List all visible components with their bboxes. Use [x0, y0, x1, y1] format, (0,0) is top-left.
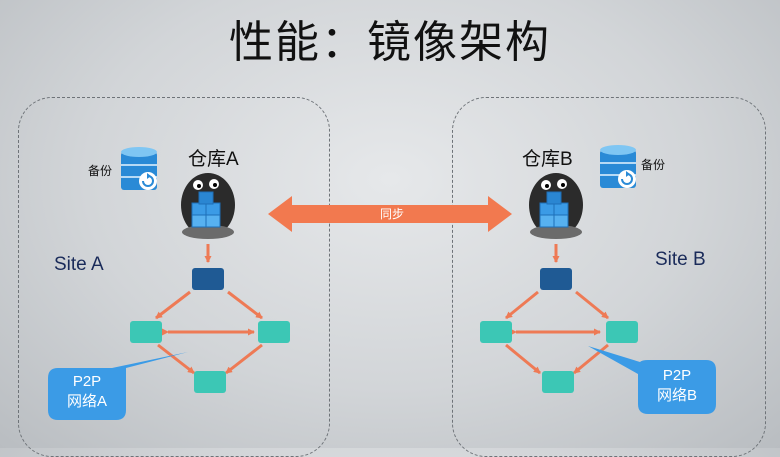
- callout-bubble: [48, 352, 188, 420]
- left-to-bottom-arrow: [157, 343, 195, 375]
- callout-b-text: P2P 网络B: [638, 366, 716, 406]
- backup-a-label: 备份: [88, 164, 113, 178]
- peer-node: [194, 371, 226, 393]
- peer-node: [480, 321, 512, 343]
- warehouse-b-label: 仓库B: [522, 149, 573, 170]
- callout-bubble: [588, 346, 716, 414]
- left-to-bottom-arrow: [505, 343, 541, 375]
- master-node: [540, 268, 572, 290]
- peer-node: [258, 321, 290, 343]
- master-to-left-arrow: [155, 290, 191, 320]
- peer-node: [542, 371, 574, 393]
- master-to-right-arrow: [575, 290, 609, 320]
- callout-b-line2: 网络B: [656, 387, 697, 404]
- harbor-registry-icon: [529, 173, 583, 239]
- backup-database-icon: [121, 147, 157, 190]
- master-node: [192, 268, 224, 290]
- master-to-left-arrow: [505, 290, 539, 320]
- callout-a-line1: P2P: [72, 373, 102, 390]
- site-b-network: [480, 244, 716, 414]
- warehouse-a-label: 仓库A: [188, 149, 239, 170]
- callout-a-line2: 网络A: [66, 393, 107, 410]
- master-to-right-arrow: [227, 290, 263, 320]
- site-b-label: Site B: [655, 249, 706, 270]
- sync-label: 同步: [379, 207, 404, 221]
- harbor-registry-icon: [181, 173, 235, 239]
- backup-b-label: 备份: [641, 158, 666, 172]
- site-a-label: Site A: [54, 254, 104, 275]
- callout-a-text: P2P 网络A: [48, 372, 126, 412]
- right-to-bottom-arrow: [573, 343, 609, 375]
- sync-arrow: [268, 196, 512, 232]
- peer-node: [130, 321, 162, 343]
- callout-b-line1: P2P: [662, 367, 692, 384]
- backup-database-icon: [600, 145, 636, 188]
- peer-node: [606, 321, 638, 343]
- page-title: 性能：镜像架构: [229, 17, 551, 68]
- site-a-network: [48, 244, 290, 420]
- right-to-bottom-arrow: [225, 343, 263, 375]
